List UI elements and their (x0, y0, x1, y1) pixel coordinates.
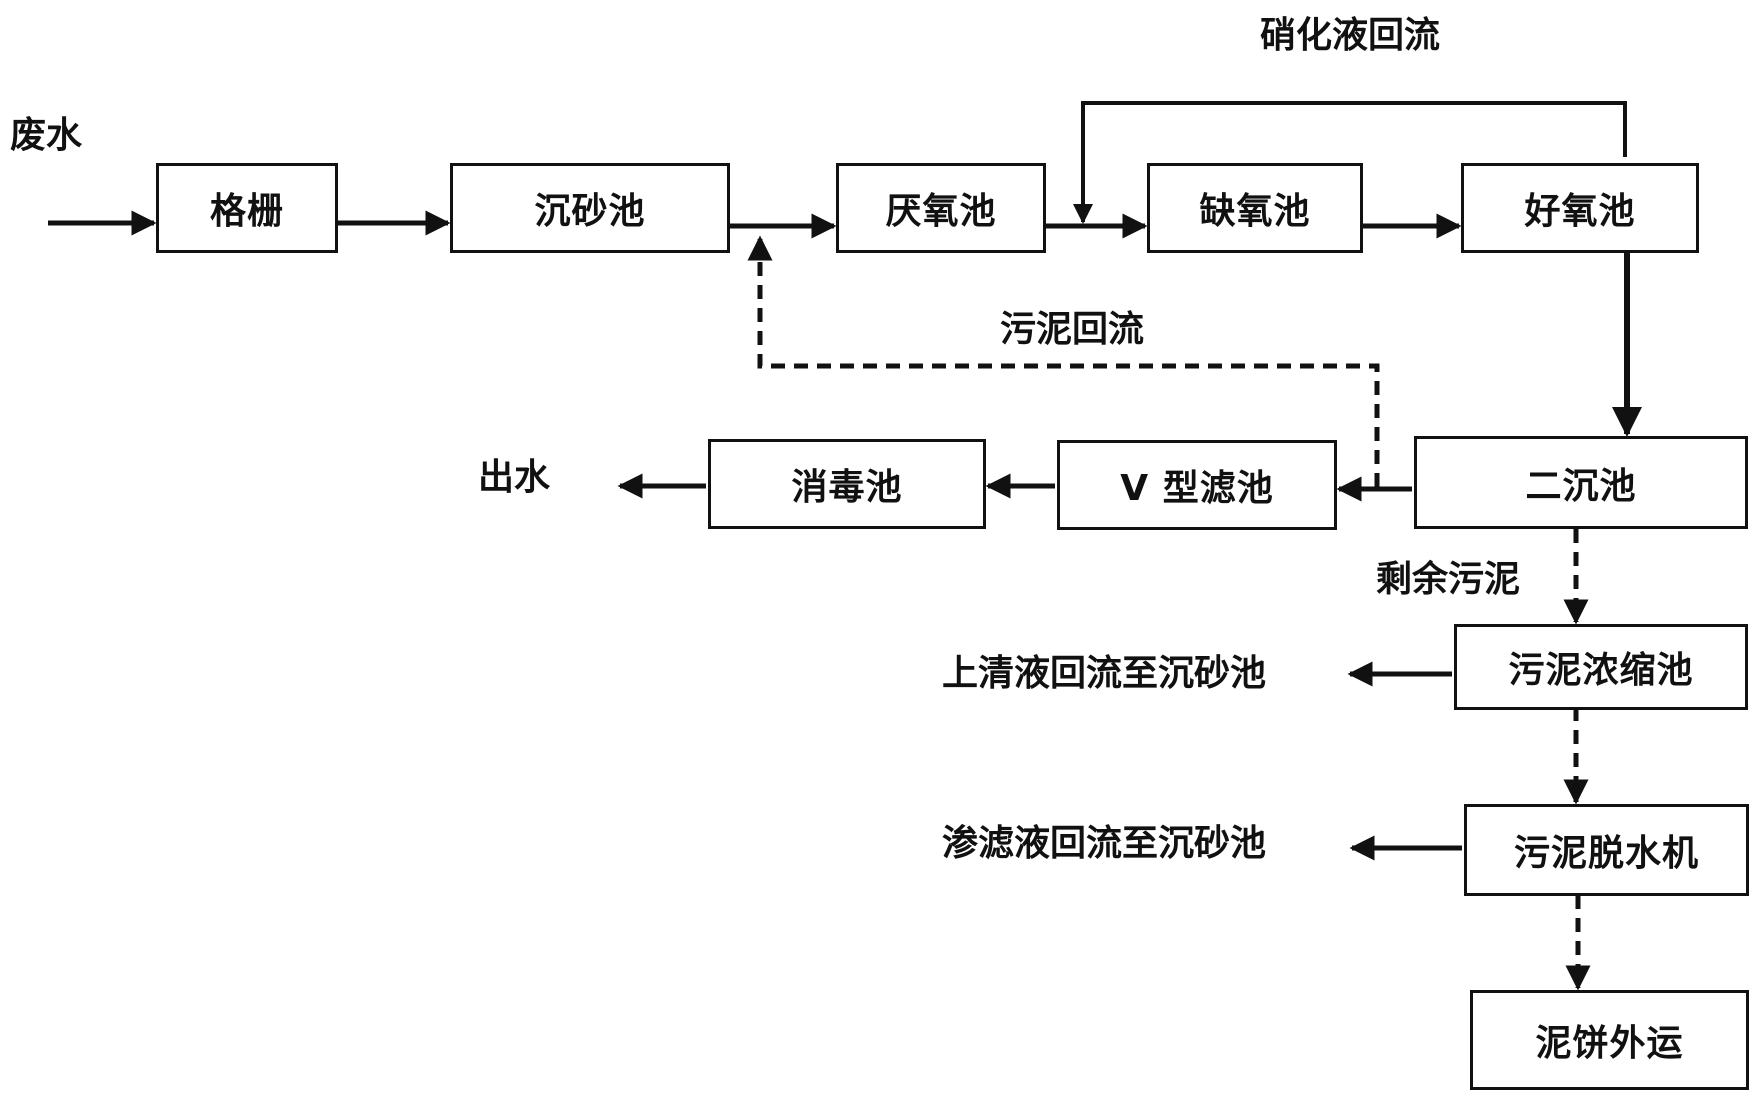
node-sludge-thickener: 污泥浓缩池 (1454, 624, 1748, 710)
node-anaerobic-tank: 厌氧池 (836, 163, 1046, 253)
label-supernatant-return: 上清液回流至沉砂池 (942, 653, 1267, 694)
label-filtrate-return: 渗滤液回流至沉砂池 (942, 823, 1267, 864)
label-sludge-return: 污泥回流 (1000, 309, 1145, 350)
label-output: 出水 (478, 457, 551, 498)
label-nitrate-return: 硝化液回流 (1260, 15, 1441, 56)
node-disinfection-tank: 消毒池 (708, 439, 986, 529)
label-excess-sludge: 剩余污泥 (1376, 559, 1521, 600)
node-grit-chamber: 沉砂池 (450, 163, 730, 253)
node-aerobic-tank: 好氧池 (1461, 163, 1699, 253)
node-anoxic-tank: 缺氧池 (1147, 163, 1363, 253)
node-sludge-dewatering: 污泥脱水机 (1464, 804, 1749, 896)
node-cake-disposal: 泥饼外运 (1470, 990, 1749, 1090)
nitrate-return-line (1073, 101, 1627, 224)
label-input: 废水 (10, 115, 83, 156)
node-v-filter: V 型滤池 (1057, 440, 1337, 530)
node-grille: 格栅 (156, 163, 338, 253)
node-secondary-clarifier: 二沉池 (1414, 436, 1748, 529)
